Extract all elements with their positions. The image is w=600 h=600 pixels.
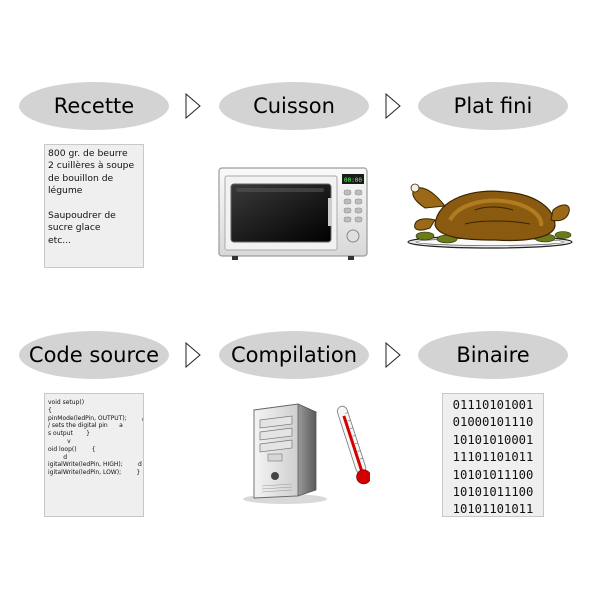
code-line: d xyxy=(48,453,68,461)
source-code-document: void setup() { pinMode(ledPin, OUTPUT); … xyxy=(44,393,144,517)
roast-chicken-icon xyxy=(407,183,573,249)
code-line: s output } xyxy=(48,430,90,438)
recipe-line: sucre glace xyxy=(48,222,101,234)
arrow-right-icon xyxy=(385,93,401,119)
code-line: igitalWrite(ledPin, HIGH); d xyxy=(48,461,142,469)
code-line: pinMode(ledPin, OUTPUT); / xyxy=(48,414,144,422)
code-line: v xyxy=(48,437,71,445)
binary-line: 01110101001 xyxy=(452,398,534,412)
stage-code-source: Code source xyxy=(19,331,169,379)
recipe-line: de bouillon de xyxy=(48,172,114,184)
recipe-line xyxy=(48,198,140,210)
recipe-line: etc... xyxy=(48,234,72,246)
microwave-icon: 00:00 xyxy=(218,167,368,260)
stage-plat-fini: Plat fini xyxy=(418,82,568,130)
arrow-right-icon xyxy=(385,342,401,368)
binary-line: 11101101011 xyxy=(452,450,534,465)
code-line: igitalWrite(ledPin, LOW); } xyxy=(48,469,141,477)
recipe-document: 800 gr. de beurre 2 cuillères à soupe de… xyxy=(44,144,144,268)
code-line: void setup() xyxy=(48,399,85,406)
binary-line: 01000101110 xyxy=(452,415,534,430)
stage-cuisson: Cuisson xyxy=(219,82,369,130)
code-line: oid loop() { xyxy=(48,445,96,453)
computer-tower-icon xyxy=(243,403,370,504)
stage-binaire: Binaire xyxy=(418,331,568,379)
binary-line: 10101011100 xyxy=(452,485,534,500)
recipe-line: légume xyxy=(48,185,83,197)
thermometer-icon xyxy=(336,405,370,485)
recipe-line: 2 cuillères à soupe xyxy=(48,160,135,172)
arrow-right-icon xyxy=(185,93,201,119)
binary-document: 01110101001 01000101110 10101010001 1110… xyxy=(442,393,544,517)
recipe-line: Saupoudrer de xyxy=(48,210,116,222)
recipe-line: 800 gr. de beurre xyxy=(48,148,128,159)
microwave-display: 00:00 xyxy=(344,177,362,184)
binary-line: 10101011100 xyxy=(452,467,534,482)
stage-recette: Recette xyxy=(19,82,169,130)
binary-line: 10101101011 xyxy=(452,502,534,517)
arrow-right-icon xyxy=(185,342,201,368)
stage-compilation: Compilation xyxy=(219,331,369,379)
binary-line: 10101010001 xyxy=(452,432,534,447)
code-line: / sets the digital pin a xyxy=(48,422,123,430)
code-line: { xyxy=(48,406,52,414)
